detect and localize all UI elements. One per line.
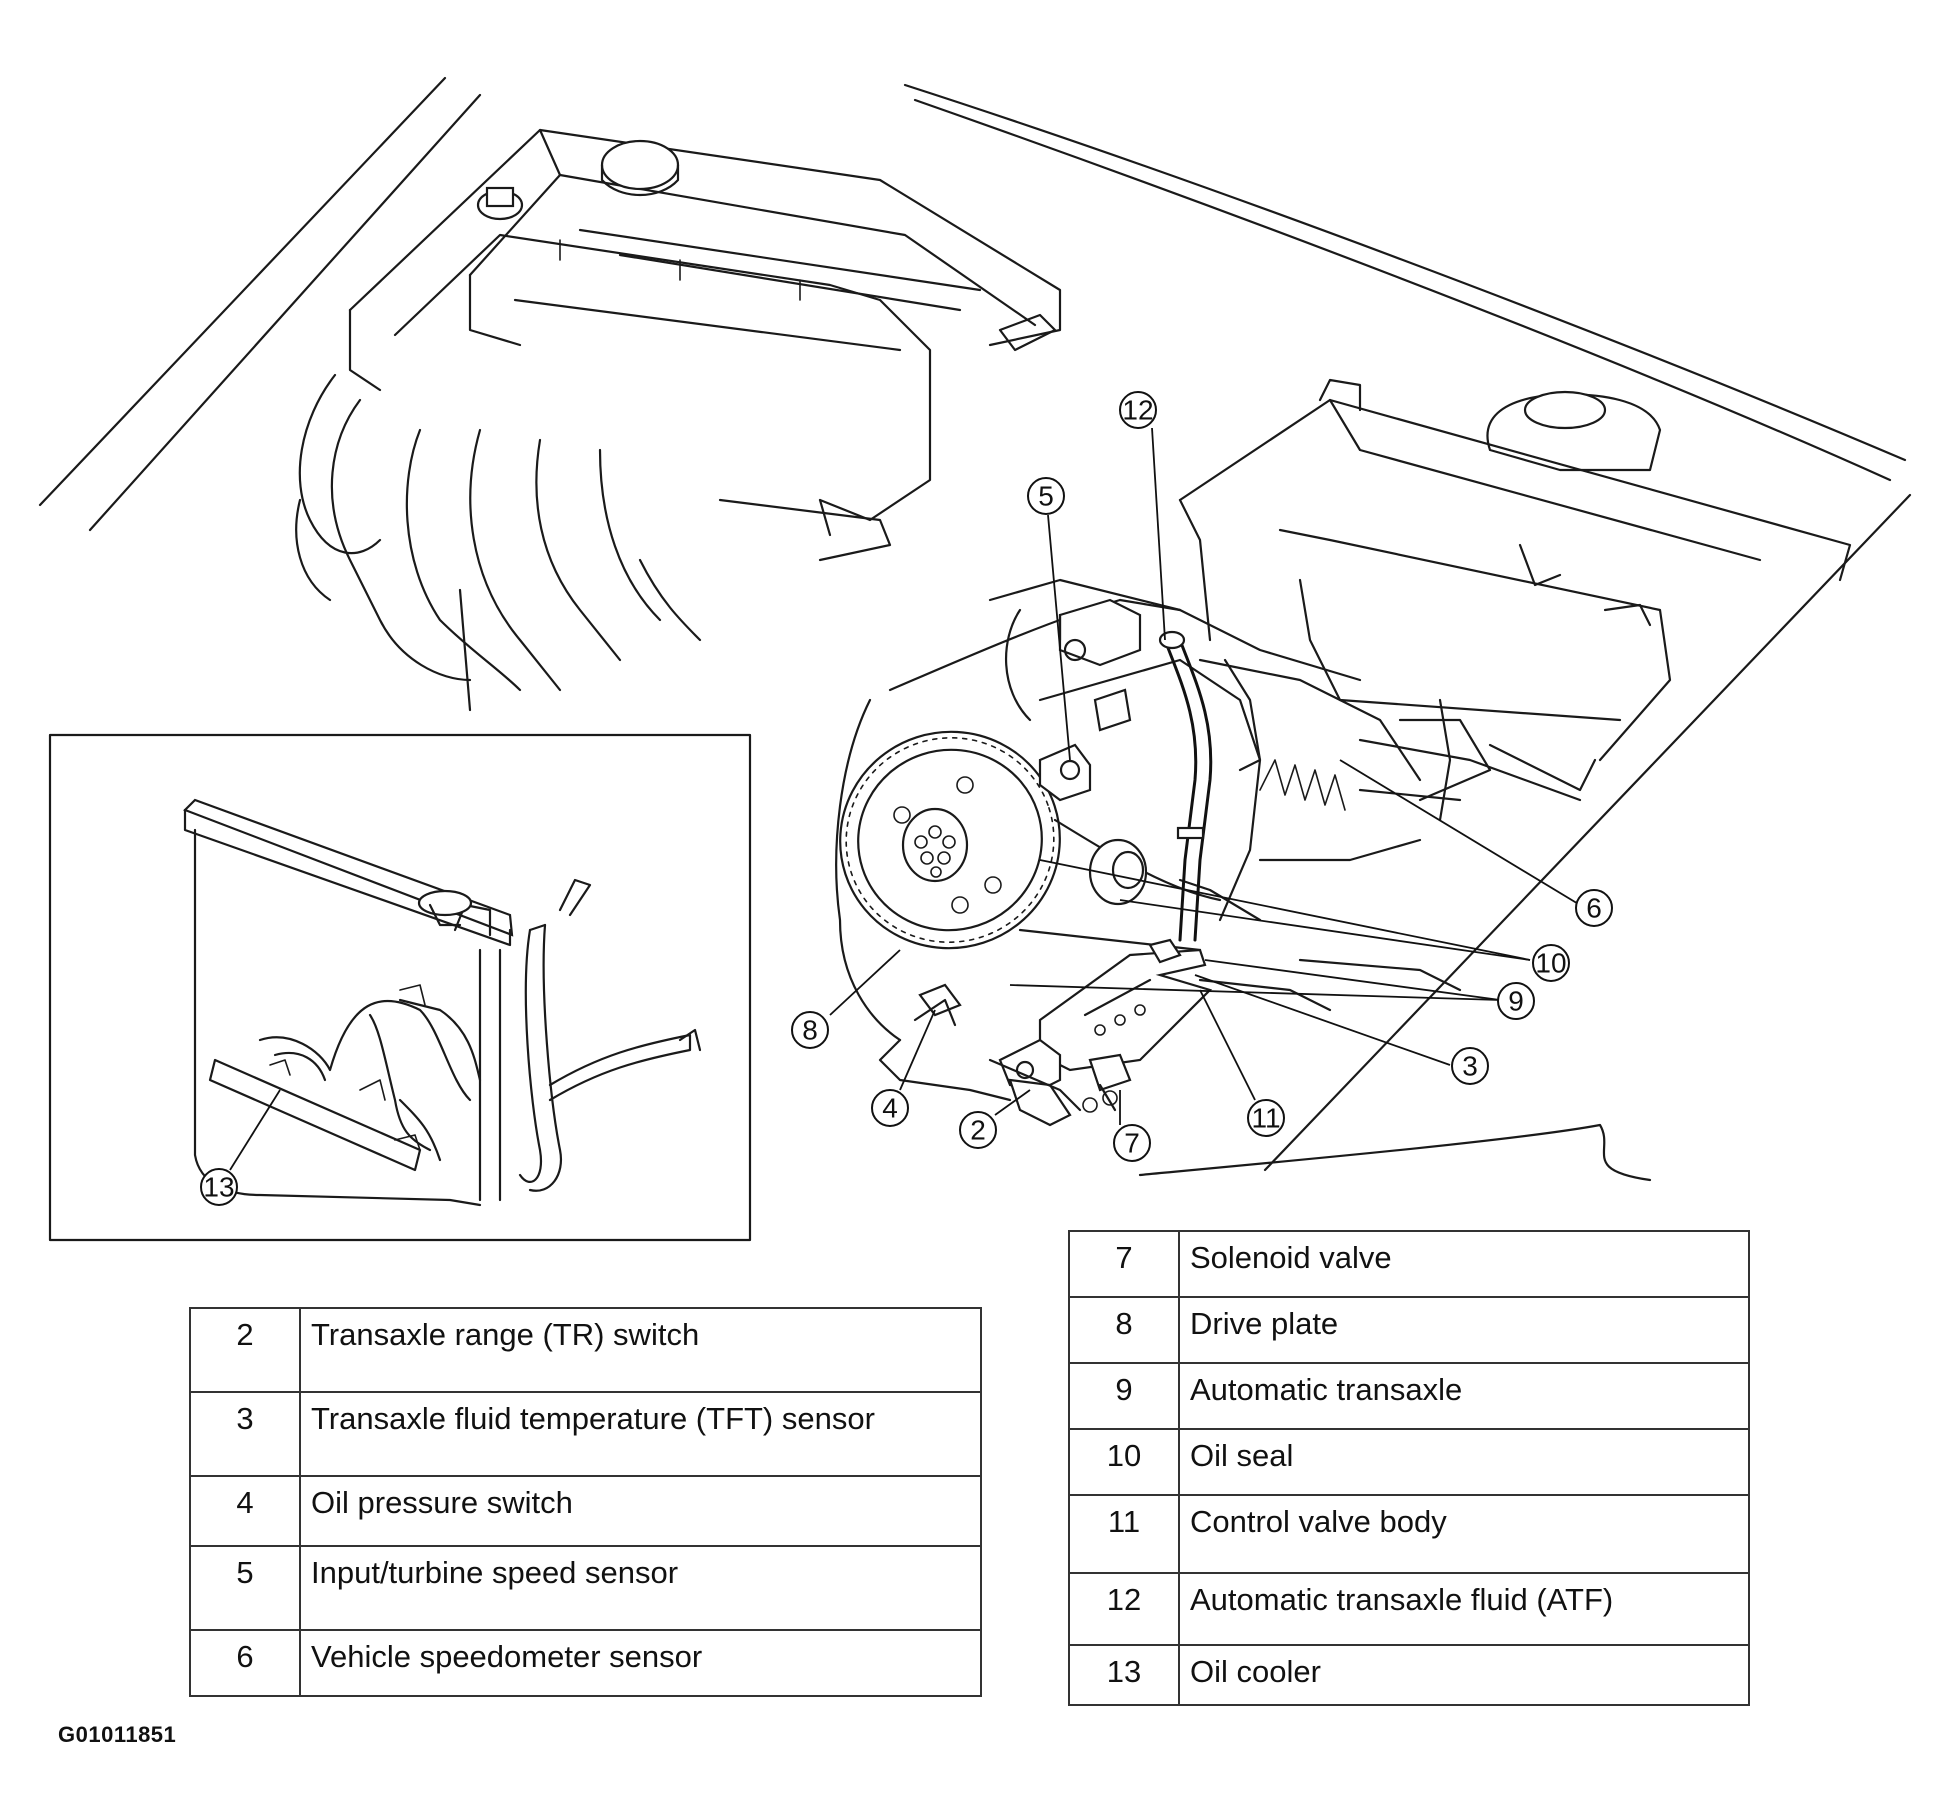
- legend-row: 5 Input/turbine speed sensor: [189, 1545, 982, 1631]
- legend-number: 12: [1068, 1572, 1180, 1646]
- callout-2: 2: [959, 1111, 997, 1149]
- legend-row: 9 Automatic transaxle: [1068, 1362, 1750, 1430]
- legend-description: Automatic transaxle fluid (ATF): [1178, 1572, 1750, 1646]
- legend-number: 3: [189, 1391, 301, 1477]
- legend-row: 8 Drive plate: [1068, 1296, 1750, 1364]
- callout-7: 7: [1113, 1124, 1151, 1162]
- legend-row: 4 Oil pressure switch: [189, 1475, 982, 1547]
- legend-row: 7 Solenoid valve: [1068, 1230, 1750, 1298]
- legend-description: Control valve body: [1178, 1494, 1750, 1574]
- legend-description: Transaxle fluid temperature (TFT) sensor: [299, 1391, 982, 1477]
- svg-text:9: 9: [1508, 986, 1524, 1017]
- legend-number: 5: [189, 1545, 301, 1631]
- engine-bay-right: [1178, 378, 1852, 822]
- svg-text:4: 4: [882, 1093, 898, 1124]
- legend-number: 9: [1068, 1362, 1180, 1430]
- callout-8: 8: [791, 1011, 829, 1049]
- callout-12: 12: [1119, 391, 1157, 429]
- automatic-transaxle-housing: [835, 578, 1582, 1102]
- input-turbine-speed-sensor: [1005, 598, 1142, 802]
- legend-row: 2 Transaxle range (TR) switch: [189, 1307, 982, 1393]
- svg-text:5: 5: [1038, 481, 1054, 512]
- leader-lines: [229, 427, 1581, 1171]
- callouts: 12 5 6 10 9 3 11 8: [200, 391, 1613, 1206]
- legend-description: Oil seal: [1178, 1428, 1750, 1496]
- drive-plate: [839, 730, 1222, 950]
- legend-number: 2: [189, 1307, 301, 1393]
- legend-number: 13: [1068, 1644, 1180, 1706]
- legend-description: Input/turbine speed sensor: [299, 1545, 982, 1631]
- callout-10: 10: [1532, 944, 1570, 982]
- svg-text:10: 10: [1535, 948, 1566, 979]
- legend-number: 8: [1068, 1296, 1180, 1364]
- legend-table-right: 7 Solenoid valve 8 Drive plate 9 Automat…: [1068, 1230, 1750, 1706]
- legend-table-left: 2 Transaxle range (TR) switch 3 Transaxl…: [189, 1307, 982, 1697]
- legend-description: Vehicle speedometer sensor: [299, 1629, 982, 1697]
- callout-13: 13: [200, 1168, 238, 1206]
- legend-description: Transaxle range (TR) switch: [299, 1307, 982, 1393]
- control-valve-body: [913, 938, 1213, 1127]
- callout-4: 4: [871, 1089, 909, 1127]
- oil-cooler-inset: [48, 733, 752, 1242]
- svg-text:11: 11: [1251, 1103, 1280, 1134]
- legend-number: 6: [189, 1629, 301, 1697]
- callout-6: 6: [1575, 889, 1613, 927]
- legend-row: 6 Vehicle speedometer sensor: [189, 1629, 982, 1697]
- svg-text:2: 2: [970, 1115, 986, 1146]
- legend-number: 4: [189, 1475, 301, 1547]
- atf-dipstick: [1158, 630, 1262, 942]
- engine-block: [295, 128, 1062, 712]
- legend-description: Oil pressure switch: [299, 1475, 982, 1547]
- legend-number: 7: [1068, 1230, 1180, 1298]
- legend-description: Solenoid valve: [1178, 1230, 1750, 1298]
- legend-row: 12 Automatic transaxle fluid (ATF): [1068, 1572, 1750, 1646]
- callout-9: 9: [1497, 982, 1535, 1020]
- legend-row: 3 Transaxle fluid temperature (TFT) sens…: [189, 1391, 982, 1477]
- legend-description: Drive plate: [1178, 1296, 1750, 1364]
- svg-text:6: 6: [1586, 893, 1602, 924]
- callout-3: 3: [1451, 1047, 1489, 1085]
- svg-text:7: 7: [1124, 1128, 1140, 1159]
- legend-description: Automatic transaxle: [1178, 1362, 1750, 1430]
- legend-description: Oil cooler: [1178, 1644, 1750, 1706]
- legend-row: 13 Oil cooler: [1068, 1644, 1750, 1706]
- oil-seal: [1088, 838, 1148, 906]
- svg-text:8: 8: [802, 1015, 818, 1046]
- svg-text:12: 12: [1122, 395, 1153, 426]
- legend-row: 10 Oil seal: [1068, 1428, 1750, 1496]
- legend-row: 11 Control valve body: [1068, 1494, 1750, 1574]
- callout-5: 5: [1027, 477, 1065, 515]
- hood-outline: [38, 76, 1912, 1182]
- callout-11: 11: [1247, 1099, 1285, 1137]
- svg-text:13: 13: [203, 1172, 234, 1203]
- legend-number: 10: [1068, 1428, 1180, 1496]
- figure-id: G01011851: [58, 1722, 177, 1747]
- legend-number: 11: [1068, 1494, 1180, 1574]
- svg-text:3: 3: [1462, 1051, 1478, 1082]
